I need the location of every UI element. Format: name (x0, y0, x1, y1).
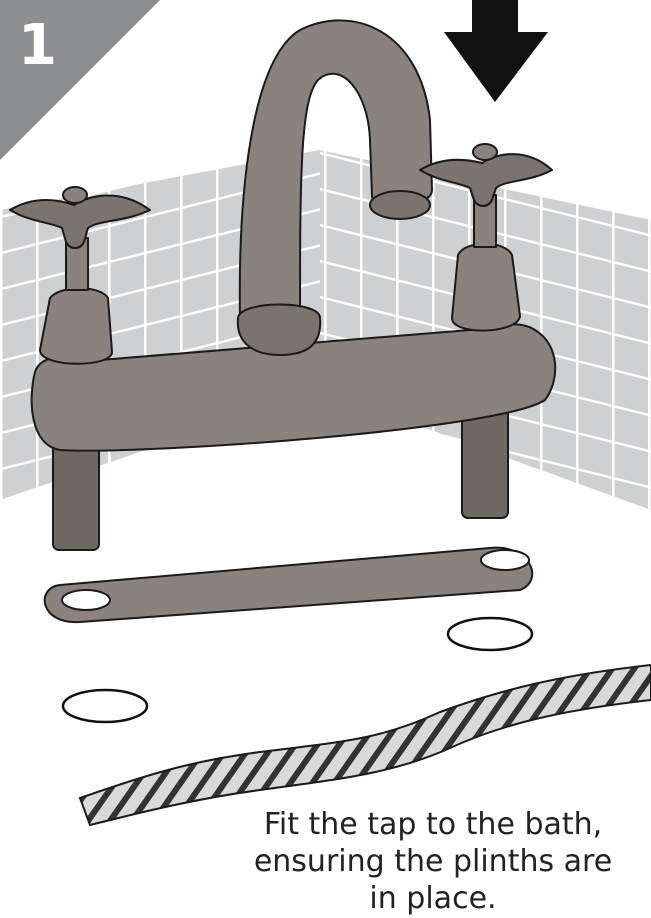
right-valve-body (452, 244, 520, 331)
step-badge: 1 (0, 0, 160, 160)
caption-line-3: in place. (223, 880, 643, 917)
right-o-ring (448, 618, 532, 650)
caption-line-2: ensuring the plinths are (223, 843, 643, 880)
left-valve-body (40, 288, 112, 364)
plate-hole-right (481, 550, 529, 570)
left-tail (53, 440, 99, 550)
spout-base (238, 305, 320, 356)
plinth-plate (45, 548, 533, 622)
plate-hole-left (62, 590, 110, 610)
caption-line-1: Fit the tap to the bath, (223, 806, 643, 843)
instruction-caption: Fit the tap to the bath, ensuring the pl… (223, 806, 643, 917)
spout-outlet (370, 191, 430, 219)
bath-surface (80, 665, 651, 825)
down-arrow-icon (444, 0, 548, 102)
step-number: 1 (18, 13, 57, 78)
right-handle-cap (473, 144, 497, 160)
left-handle-cap (63, 187, 87, 203)
left-o-ring (63, 690, 147, 722)
